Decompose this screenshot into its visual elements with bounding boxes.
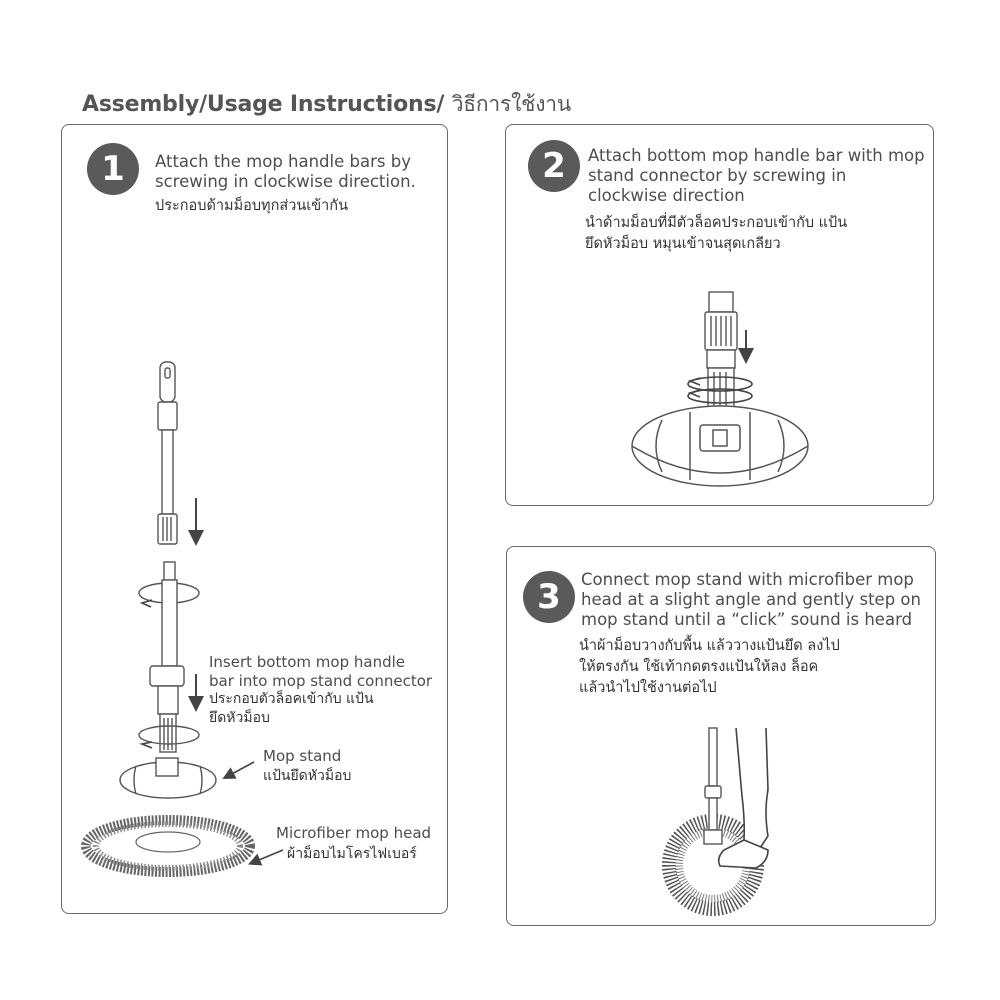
rotate-arrow-icon [139,599,153,608]
head-label-en: Microfiber mop head [276,824,432,842]
insert-label-en: Insert bottom mop handle bar into mop st… [209,653,433,690]
stand-label-th: แป้นยึดหัวม็อบ [263,768,352,784]
step-3-badge: 3 [523,571,575,623]
pointer-arrow-icon [222,761,255,780]
insert-label-th: ประกอบตัวล็อคเข้ากับ แป้นยึดหัวม็อบ [209,691,374,726]
step-3-text-en: Connect mop stand with microfiber mop he… [581,570,921,629]
pointer-arrow-icon [248,849,284,866]
rotate-arrow-icon [687,389,701,398]
upper-handle-bar [157,361,178,545]
rotate-arrow-icon [139,741,153,749]
head-label-th: ผ้าม็อบไมโครไฟเบอร์ [287,846,417,862]
step3-leg-and-shoe [717,727,769,869]
stand-label-en: Mop stand [263,747,342,765]
microfiber-mop-head-small [81,815,255,877]
step-3-text-th: นำผ้าม็อบวางกับพื้น แล้ววางแป้นยึด ลงไปใ… [579,638,840,696]
step3-handle [703,727,723,845]
step2-mop-stand [631,405,809,487]
middle-handle-bar [138,561,200,715]
step-2-text-th: นำด้ามม็อบที่มีตัวล็อคประกอบเข้ากับ แป้น… [585,215,848,252]
step-1-badge: 1 [87,143,139,195]
step-2-text-en: Attach bottom mop handle bar with mop st… [588,146,925,205]
step-2-badge: 2 [528,140,580,192]
step-1-text-en: Attach the mop handle bars by screwing i… [155,152,416,191]
title-th: วิธีการใช้งาน [451,92,572,116]
page-title: Assembly/Usage Instructions/ วิธีการใช้ง… [82,88,571,121]
mop-stand-small [119,713,217,799]
title-separator: / [436,92,452,117]
title-en: Assembly/Usage Instructions [82,92,437,117]
step-1-text-th: ประกอบด้ามม็อบทุกส่วนเข้ากัน [155,198,349,214]
rotate-arrow-icon [687,377,701,386]
